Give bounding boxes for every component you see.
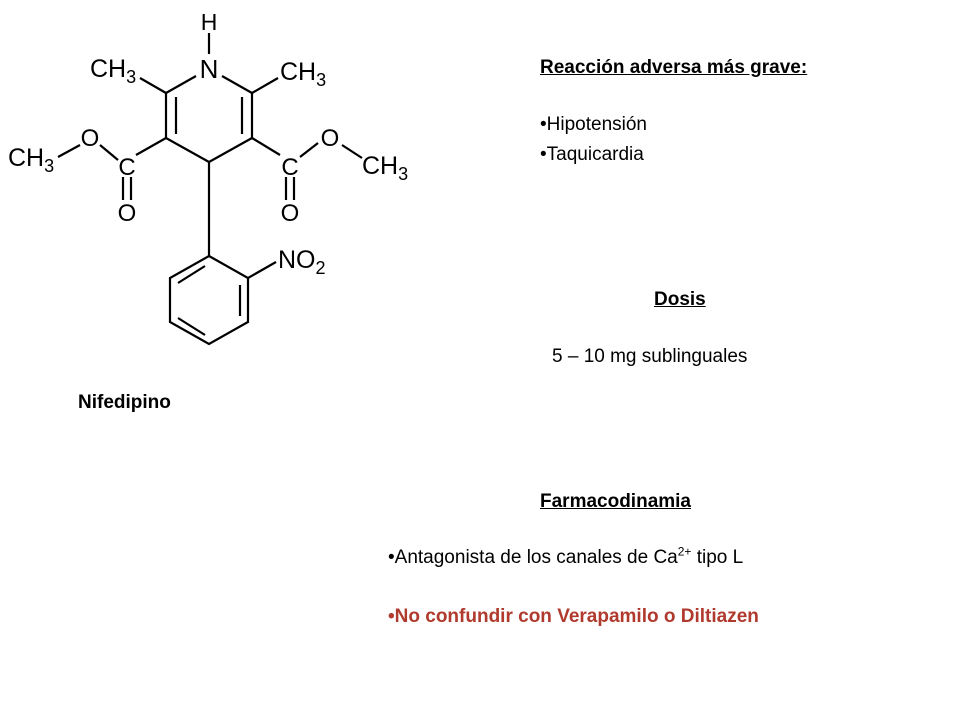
phenyl-inner-bond-3 bbox=[177, 265, 206, 284]
atom-ch3-left-top: CH3 bbox=[90, 55, 136, 87]
bond-n-c2 bbox=[165, 75, 197, 94]
adverse-heading: Reacción adversa más grave: bbox=[540, 57, 808, 78]
atom-ch3-right-top: CH3 bbox=[280, 58, 326, 90]
drug-name: Nifedipino bbox=[78, 392, 171, 413]
bond-c3-c4 bbox=[165, 137, 210, 163]
bullet: • bbox=[388, 606, 395, 627]
atom-c-right-carbonyl: C bbox=[281, 154, 298, 181]
dose-heading: Dosis bbox=[654, 289, 706, 310]
bond-c2-ch3 bbox=[139, 77, 167, 94]
calcium-charge: 2+ bbox=[677, 544, 692, 559]
atom-o-left-carbonyl: O bbox=[118, 200, 137, 227]
pharmacodynamics-item: •Antagonista de los canales de Ca2+ tipo… bbox=[388, 544, 744, 568]
atom-ch3-left-ester: CH3 bbox=[8, 144, 54, 176]
bullet: • bbox=[388, 547, 395, 568]
nifedipine-structure: H N CH3 CH3 CH3 O C O C O CH3 O NO2 bbox=[8, 9, 408, 346]
bond-c5-carbonyl bbox=[251, 137, 281, 156]
pharmacodynamics-item-text: Antagonista de los canales de Ca bbox=[394, 547, 678, 568]
atom-ch3-right-ester: CH3 bbox=[362, 152, 408, 184]
atom-o-right-carbonyl: O bbox=[281, 200, 300, 227]
bond-n-c6 bbox=[221, 75, 253, 94]
warning-text: No confundir con Verapamilo o Diltiazen bbox=[394, 606, 759, 627]
phenyl-inner-bond-2 bbox=[177, 317, 206, 336]
warning-item: •No confundir con Verapamilo o Diltiazen bbox=[388, 607, 759, 626]
atom-n: N bbox=[200, 54, 219, 84]
adverse-item-taquicardia: •Taquicardia bbox=[540, 145, 644, 164]
bond-phenyl-no2 bbox=[247, 261, 277, 279]
pharmacodynamics-heading: Farmacodinamia bbox=[540, 491, 691, 512]
bond-ether-ch3-right bbox=[341, 144, 363, 159]
bullet: • bbox=[540, 144, 547, 165]
bond-carbonyl-ether-left bbox=[99, 144, 119, 161]
adverse-item-label: Taquicardia bbox=[546, 144, 644, 165]
pharmacodynamics-item-tail: tipo L bbox=[691, 547, 744, 568]
adverse-item-label: Hipotensión bbox=[546, 114, 647, 135]
atom-no2: NO2 bbox=[278, 246, 326, 278]
bond-c6-ch3 bbox=[251, 77, 279, 94]
adverse-item-hipotension: •Hipotensión bbox=[540, 115, 647, 134]
bond-c3-carbonyl bbox=[135, 137, 167, 156]
bond-c5-c4 bbox=[208, 137, 253, 163]
atom-o-left-ether: O bbox=[81, 125, 100, 152]
atom-o-right-ether: O bbox=[321, 125, 340, 152]
bond-ether-ch3-left bbox=[57, 144, 81, 158]
atom-h: H bbox=[201, 9, 218, 35]
atom-c-left-carbonyl: C bbox=[118, 154, 135, 181]
dose-value: 5 – 10 mg sublinguales bbox=[552, 346, 748, 367]
phenyl-ring bbox=[168, 254, 250, 346]
bullet: • bbox=[540, 114, 547, 135]
bond-carbonyl-ether-right bbox=[299, 142, 319, 158]
